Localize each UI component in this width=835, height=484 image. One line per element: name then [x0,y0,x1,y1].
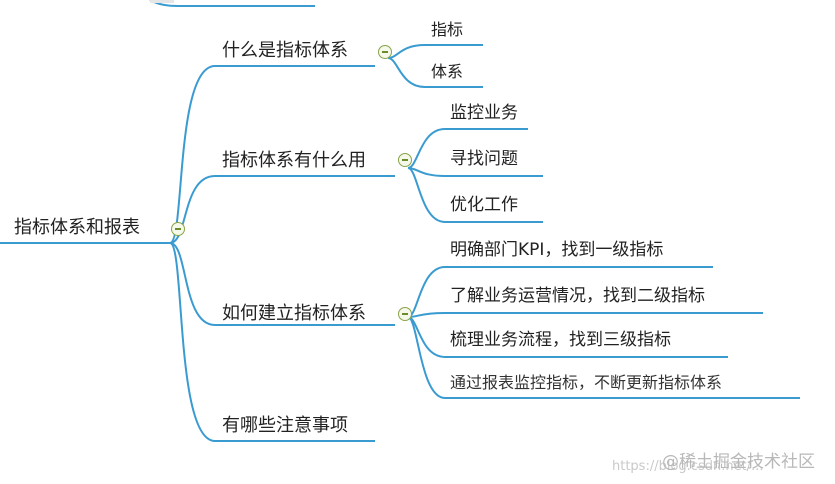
leaf-label: 体系 [431,62,464,81]
root-node-label: 指标体系和报表 [14,217,140,238]
leaf-label: 通过报表监控指标，不断更新指标体系 [450,373,723,392]
branch-4-label: 有哪些注意事项 [222,415,348,436]
collapse-toggle-icon[interactable] [378,45,392,59]
connector-branch-3 [169,242,395,326]
connector-leaf [407,167,543,177]
connector-leaf [407,128,528,169]
leaf-label: 优化工作 [450,195,518,215]
connector-line [149,0,315,7]
collapse-toggle-icon[interactable] [398,153,412,167]
leaf-label: 明确部门KPI，找到一级指标 [450,240,664,260]
leaf-label: 指标 [431,20,464,39]
connector-leaf [407,167,543,223]
connector-leaf [387,44,483,59]
collapse-toggle-icon[interactable] [171,222,185,236]
connector-branch-2 [169,175,395,244]
branch-2-label: 指标体系有什么用 [222,150,366,171]
connector-leaf [387,57,483,88]
connector-leaf [407,316,800,399]
connector-branch-4 [169,242,375,442]
watermark-brand: @稀土掘金技术社区 [662,452,815,472]
leaf-label: 监控业务 [450,103,518,123]
branch-3-label: 如何建立指标体系 [222,303,366,324]
leaf-label: 寻找问题 [450,149,518,169]
collapse-toggle-icon[interactable] [398,307,412,321]
leaf-label: 了解业务运营情况，找到二级指标 [450,286,705,306]
branch-1-label: 什么是指标体系 [222,40,348,61]
watermark-url: https://blog.csdn.net/... [612,459,764,474]
connector-leaf [407,312,763,318]
leaf-label: 梳理业务流程，找到三级指标 [450,330,671,350]
top-remnant-node [150,0,174,3]
